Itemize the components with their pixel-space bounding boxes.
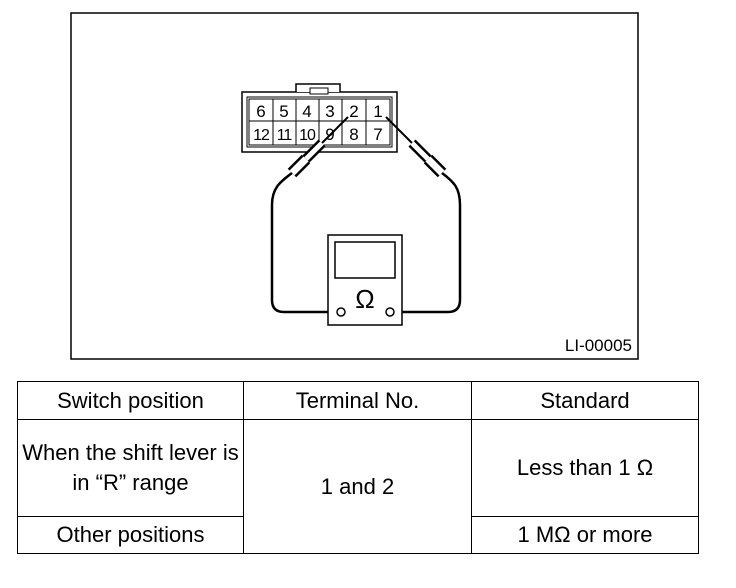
pin-label: 4: [302, 102, 311, 121]
meter-terminal-right: [385, 307, 395, 317]
meter-terminal-left: [336, 307, 346, 317]
figure-id: LI-00005: [565, 336, 632, 355]
meter-display: [334, 241, 396, 279]
table-row: When the shift lever is in “R” range 1 a…: [17, 419, 699, 554]
cell-position: When the shift lever is in “R” range: [17, 419, 244, 517]
header-switch-position: Switch position: [17, 381, 244, 420]
table-header-row: Switch position Terminal No. Standard: [17, 381, 699, 420]
left-probe: [270, 116, 349, 314]
pin-label: 8: [349, 125, 358, 144]
pin-label: 11: [277, 127, 293, 144]
pin-label: 7: [373, 125, 382, 144]
cell-standard: 1 MΩ or more: [471, 516, 699, 554]
cell-terminal: 1 and 2: [243, 419, 472, 554]
spec-table: Switch position Terminal No. Standard Wh…: [17, 381, 699, 554]
cell-standard: Less than 1 Ω: [471, 419, 699, 517]
connector-test-diagram: 6 5 4 3 2 1 12 11 10 9 8 7 Ω LI-0: [70, 12, 639, 360]
figure-frame: [70, 12, 639, 360]
cell-position: Other positions: [17, 516, 244, 554]
pin-label: 5: [279, 102, 288, 121]
pin-label: 1: [373, 102, 382, 121]
table-row: Other positions 1 MΩ or more: [17, 516, 699, 554]
pin-label: 2: [349, 102, 358, 121]
pin-label: 6: [256, 102, 265, 121]
ohmmeter: Ω: [327, 234, 403, 326]
header-terminal-no: Terminal No.: [243, 381, 472, 420]
pin-label: 10: [299, 127, 316, 144]
pin-label: 12: [253, 127, 270, 144]
ohm-symbol: Ω: [355, 284, 374, 314]
right-probe: [385, 116, 462, 314]
header-standard: Standard: [471, 381, 699, 420]
pin-label: 3: [325, 102, 334, 121]
